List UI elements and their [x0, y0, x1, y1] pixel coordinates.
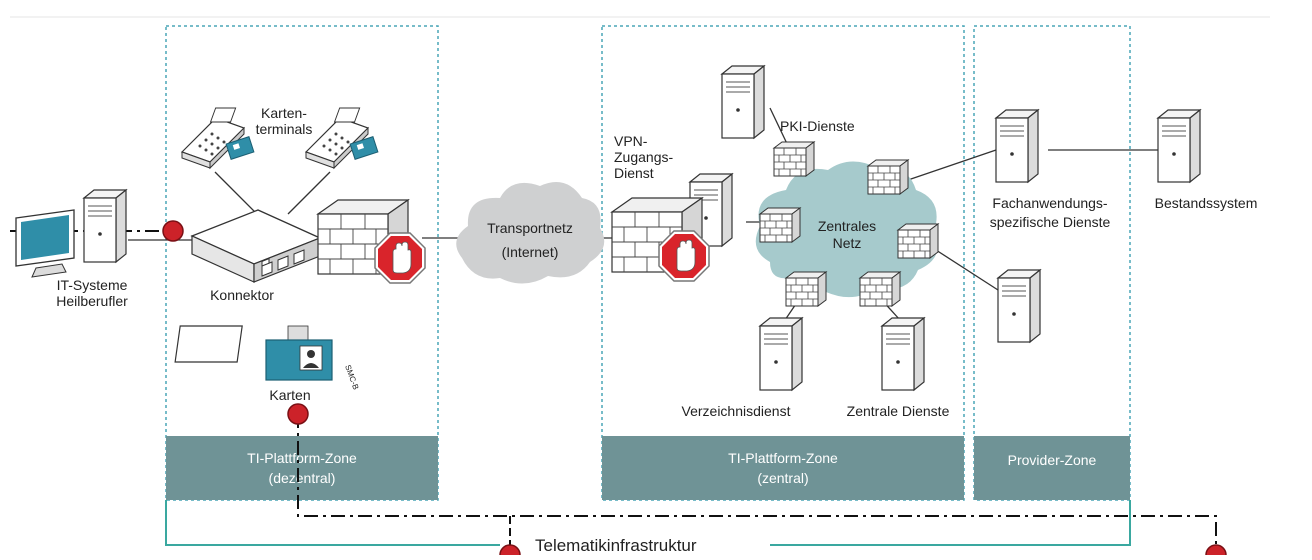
- karten-label: Karten: [269, 387, 310, 403]
- zentrale-dienste-label: Zentrale Dienste: [847, 403, 950, 419]
- kartenterminals-label-2: terminals: [256, 121, 313, 137]
- card-terminal-icon: [181, 107, 255, 169]
- bestandssystem-server-icon: [1157, 109, 1201, 183]
- zugangs-label: Zugangs-: [614, 149, 673, 165]
- telematik-bracket: [165, 500, 1131, 546]
- fachdienst-server-icon-2: [997, 269, 1041, 343]
- transportnetz-label: Transportnetz: [487, 220, 573, 236]
- zone-dezentral-band: [166, 436, 438, 500]
- zone-provider-band: [974, 436, 1130, 500]
- it-system-tower: [83, 189, 127, 263]
- marker-karten: [287, 403, 309, 425]
- smc-card-text: SMC-B: [343, 364, 360, 391]
- zone-dezentral-label: TI-Plattform-Zone: [247, 450, 357, 466]
- firewall-icon: [867, 159, 909, 195]
- konnektor-label: Konnektor: [210, 287, 274, 303]
- it-systeme-label: IT-Systeme: [57, 277, 128, 293]
- transportnetz-cloud: [456, 182, 605, 284]
- fachdienst-server-icon: [995, 109, 1039, 183]
- heilberufler-label: Heilberufler: [56, 293, 128, 309]
- marker-telematik: [499, 544, 521, 560]
- zentrales-label: Zentrales: [818, 218, 876, 234]
- zone-zentral-band: [602, 436, 964, 500]
- zentrales-netz-cloud: [755, 161, 938, 298]
- kartenterminals-label: Karten-: [261, 105, 307, 121]
- vpn-label: VPN-: [614, 133, 648, 149]
- zone-provider-label: Provider-Zone: [1008, 452, 1097, 468]
- spezifische-dienste-label: spezifische Dienste: [990, 214, 1111, 230]
- stop-sign-icon: [374, 232, 426, 284]
- zentrale-server-icon: [881, 317, 925, 391]
- telematik-label: Telematikinfrastruktur: [535, 536, 697, 555]
- marker-bestand: [1205, 544, 1227, 560]
- firewall-icon: [759, 207, 801, 243]
- konnektor-box-icon: [190, 209, 322, 283]
- health-cards-icon: [174, 325, 333, 381]
- card-terminal-icon: [305, 107, 379, 169]
- zone-zentral-sublabel: (zentral): [757, 470, 808, 486]
- netz-label: Netz: [833, 235, 862, 251]
- zone-zentral-label: TI-Plattform-Zone: [728, 450, 838, 466]
- vpn-stop-sign-icon: [658, 230, 710, 282]
- konnektor-ports: [261, 249, 305, 277]
- verzeichnisdienst-label: Verzeichnisdienst: [682, 403, 791, 419]
- fachanwendungs-label: Fachanwendungs-: [992, 195, 1108, 211]
- pki-server-icon: [721, 65, 765, 139]
- internet-label: (Internet): [502, 244, 559, 260]
- pki-label: PKI-Dienste: [780, 118, 855, 134]
- firewall-icon: [785, 271, 827, 307]
- dienst-label: Dienst: [614, 165, 654, 181]
- zone-dezentral-sublabel: (dezentral): [269, 470, 336, 486]
- bestandssystem-label: Bestandssystem: [1155, 195, 1258, 211]
- zone-provider-border: [973, 25, 1131, 501]
- firewall-icon: [897, 223, 939, 259]
- verzeichnis-server-icon: [759, 317, 803, 391]
- monitor-icon: [15, 209, 75, 278]
- marker-it-system: [162, 220, 184, 242]
- firewall-icon: [773, 141, 815, 177]
- firewall-icon: [859, 271, 901, 307]
- boundary-line-bottom: [297, 414, 1217, 548]
